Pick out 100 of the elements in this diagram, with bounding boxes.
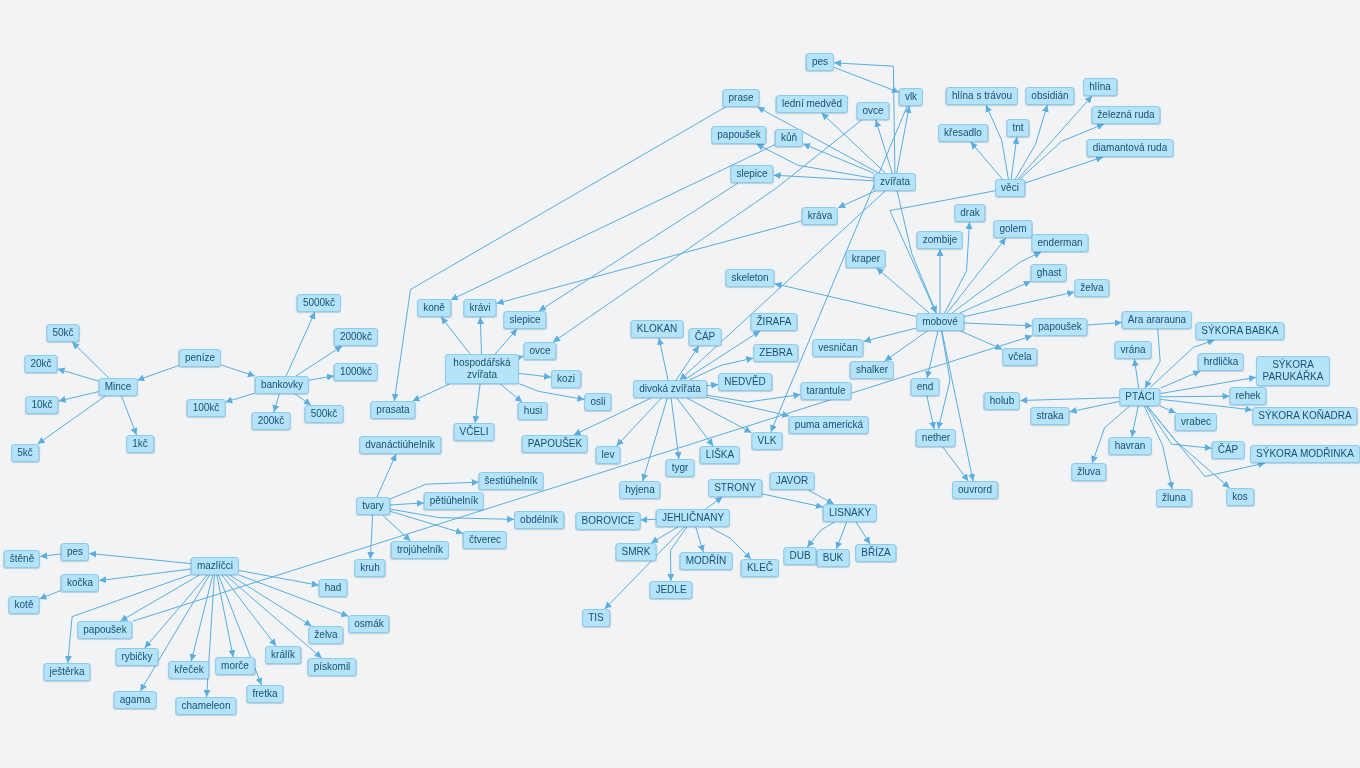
node-box: 1kč: [126, 435, 154, 453]
arrow: [224, 574, 323, 659]
arrow: [657, 337, 669, 381]
node-box: vrabec: [1175, 413, 1217, 431]
arrow: [1010, 136, 1020, 180]
arrow: [1160, 392, 1230, 400]
arrow: [970, 141, 1003, 180]
node-box: mazlíčci: [190, 557, 240, 575]
node-box: enderman: [1031, 234, 1089, 252]
arrow: [121, 395, 138, 436]
arrow: [926, 395, 937, 430]
node-box: lev: [595, 446, 621, 464]
arrow: [1144, 328, 1161, 389]
node-box: včela: [1002, 348, 1038, 366]
arrow: [770, 105, 908, 433]
arrow: [761, 493, 824, 510]
node-box: tnt: [1006, 119, 1030, 137]
node-box: kos: [1226, 488, 1254, 506]
node-box: rybičky: [115, 648, 159, 666]
node-box: diamantová ruda: [1086, 139, 1174, 157]
node-box: kozi: [551, 370, 581, 388]
arrow: [518, 372, 552, 380]
node-box: železná ruda: [1091, 106, 1161, 124]
arrow: [896, 190, 937, 314]
node-box: JEDLE: [649, 581, 693, 599]
arrow: [238, 570, 320, 588]
arrow: [285, 311, 316, 377]
node-box: skeleton: [725, 269, 775, 287]
arrow: [604, 526, 685, 610]
node-box: hlína s trávou: [946, 87, 1018, 105]
node-box: chameleon: [175, 697, 237, 715]
arrow: [1091, 405, 1131, 464]
arrow: [679, 190, 886, 381]
arrow: [944, 221, 973, 314]
arrow: [706, 396, 790, 418]
arrow: [676, 397, 714, 447]
arrow: [518, 383, 585, 402]
arrow: [936, 330, 951, 430]
node-box: KLOKAN: [630, 320, 684, 338]
node-box: kočka: [60, 574, 100, 592]
node-box: DUB: [783, 547, 817, 565]
node-box: koně: [417, 299, 451, 317]
arrow: [139, 574, 211, 692]
node-box: puma americká: [788, 416, 870, 434]
node-box: Mince: [98, 378, 138, 396]
arrow: [706, 392, 801, 403]
node-box: rehek: [1229, 387, 1267, 405]
node-box: kotě: [8, 596, 40, 614]
arrow: [650, 526, 679, 544]
node-box: BOROVICE: [575, 512, 641, 530]
node-box: zvířata: [874, 173, 916, 191]
node-box: štěně: [3, 550, 41, 568]
arrow: [1024, 155, 1104, 184]
node-box: lední medvěd: [776, 95, 848, 113]
node-box: 50kč: [46, 324, 80, 342]
node-box: peníze: [179, 349, 221, 367]
arrow: [963, 290, 1075, 318]
arrow: [295, 345, 343, 377]
arrow: [876, 267, 930, 314]
arrow: [1160, 375, 1257, 394]
arrow: [499, 383, 523, 403]
arrow: [639, 516, 657, 524]
node-box: SÝKORA PARUKÁŘKA: [1256, 356, 1330, 386]
arrow: [39, 590, 62, 600]
arrow: [774, 281, 917, 317]
arrow: [963, 322, 1033, 329]
node-box: tygr: [665, 459, 695, 477]
node-box: ještěrka: [43, 663, 91, 681]
node-box: MODŘÍN: [679, 552, 733, 570]
node-box: kraper: [845, 250, 887, 268]
node-box: krávi: [463, 299, 497, 317]
arrow: [1017, 95, 1093, 180]
node-box: 1000kč: [333, 363, 379, 381]
arrow: [272, 393, 280, 413]
arrow: [37, 395, 106, 445]
arrow: [985, 104, 1009, 180]
node-box: mobové: [916, 313, 964, 331]
arrow: [294, 393, 312, 406]
node-box: trojúhelník: [390, 541, 450, 559]
arrow: [951, 251, 1042, 314]
arrow: [1159, 405, 1177, 414]
arrow: [1019, 123, 1105, 180]
arrow: [221, 574, 277, 647]
arrow: [835, 521, 848, 550]
arrow: [670, 397, 682, 460]
node-box: žluva: [1071, 463, 1107, 481]
node-box: 20kč: [24, 355, 58, 373]
arrow: [837, 190, 876, 209]
node-box: ouvrord: [952, 481, 998, 499]
node-box: hlína: [1083, 78, 1117, 96]
node-box: holub: [983, 392, 1021, 410]
node-box: VČELI: [453, 423, 495, 441]
arrow: [1069, 400, 1120, 414]
node-box: hospodářská zvířata: [445, 354, 519, 384]
node-box: PAPOUŠEK: [521, 435, 589, 453]
node-box: čtverec: [462, 531, 508, 549]
arrow: [238, 574, 349, 617]
arrow: [807, 489, 835, 505]
arrow: [959, 280, 1032, 314]
node-box: had: [318, 579, 348, 597]
